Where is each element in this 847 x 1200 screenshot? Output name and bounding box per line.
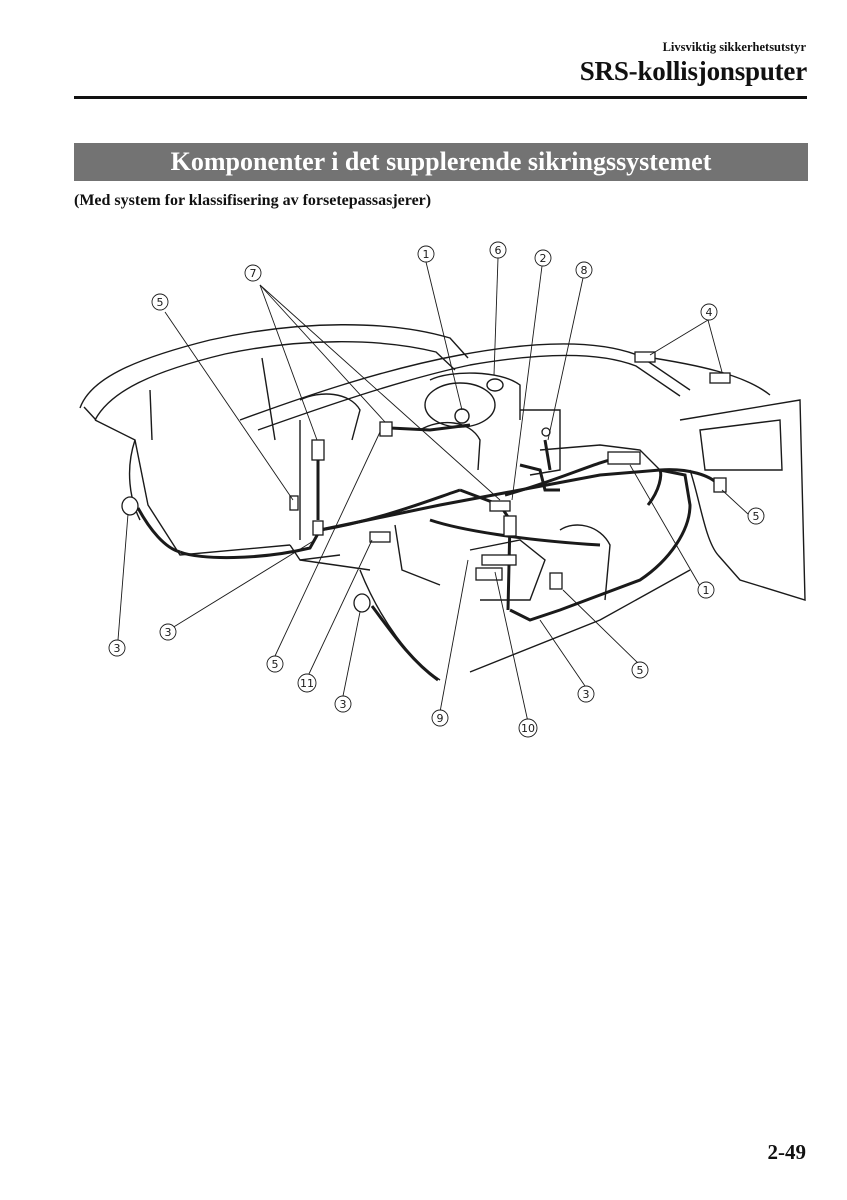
callout-3-far-left: 3 bbox=[108, 639, 126, 657]
callout-1-right: 1 bbox=[697, 581, 715, 599]
svg-text:1: 1 bbox=[703, 584, 710, 597]
svg-text:3: 3 bbox=[340, 698, 347, 711]
rear-left-crash-sensor bbox=[121, 496, 139, 516]
svg-text:1: 1 bbox=[423, 248, 430, 261]
callout-8: 8 bbox=[575, 261, 593, 279]
callout-6: 6 bbox=[489, 241, 507, 259]
car-body-outline bbox=[79, 324, 806, 681]
callout-11: 11 bbox=[297, 673, 317, 693]
svg-text:2: 2 bbox=[540, 252, 547, 265]
svg-text:5: 5 bbox=[753, 510, 760, 523]
svg-text:7: 7 bbox=[250, 267, 257, 280]
svg-text:4: 4 bbox=[706, 306, 713, 319]
srs-components bbox=[121, 351, 731, 613]
callout-5-upper-left: 5 bbox=[151, 293, 169, 311]
callout-9: 9 bbox=[431, 709, 449, 727]
callout-3-bottom: 3 bbox=[334, 695, 352, 713]
srs-component-diagram: 1 6 2 8 7 5 4 5 1 3 3 5 5 11 3 3 9 10 bbox=[79, 241, 806, 738]
section-banner: Komponenter i det supplerende sikringssy… bbox=[74, 143, 808, 181]
callout-3-left-mid: 3 bbox=[159, 623, 177, 641]
svg-text:8: 8 bbox=[581, 264, 588, 277]
callout-3-bottom-right: 3 bbox=[577, 685, 595, 703]
svg-text:9: 9 bbox=[437, 712, 444, 725]
callout-5-lower-left: 5 bbox=[266, 655, 284, 673]
page-number: 2-49 bbox=[767, 1140, 807, 1164]
callout-5-lower-right: 5 bbox=[631, 661, 649, 679]
callout-7: 7 bbox=[244, 264, 262, 282]
left-pretensioner-unit bbox=[311, 439, 325, 461]
svg-text:3: 3 bbox=[114, 642, 121, 655]
svg-text:11: 11 bbox=[300, 677, 314, 690]
steering-wheel bbox=[424, 378, 504, 428]
callout-1-top: 1 bbox=[417, 245, 435, 263]
svg-text:5: 5 bbox=[157, 296, 164, 309]
callout-numbers: 1 6 2 8 7 5 4 5 1 3 3 5 5 11 3 3 9 10 bbox=[108, 241, 765, 738]
front-left-crash-sensor bbox=[353, 593, 371, 613]
svg-text:5: 5 bbox=[272, 658, 279, 671]
callout-2: 2 bbox=[534, 249, 552, 267]
svg-text:3: 3 bbox=[165, 626, 172, 639]
callout-5-right: 5 bbox=[747, 507, 765, 525]
svg-text:6: 6 bbox=[495, 244, 502, 257]
leader-lines bbox=[117, 257, 749, 723]
diagram-subtitle: (Med system for klassifisering av forset… bbox=[74, 192, 432, 209]
callout-10: 10 bbox=[518, 718, 538, 738]
callout-4: 4 bbox=[700, 303, 718, 321]
header-rule bbox=[74, 96, 807, 99]
svg-text:5: 5 bbox=[637, 664, 644, 677]
section-title: Livsviktig sikkerhetsutstyr bbox=[662, 40, 806, 54]
chapter-title: SRS-kollisjonsputer bbox=[579, 56, 807, 86]
svg-text:10: 10 bbox=[521, 722, 535, 735]
svg-text:3: 3 bbox=[583, 688, 590, 701]
